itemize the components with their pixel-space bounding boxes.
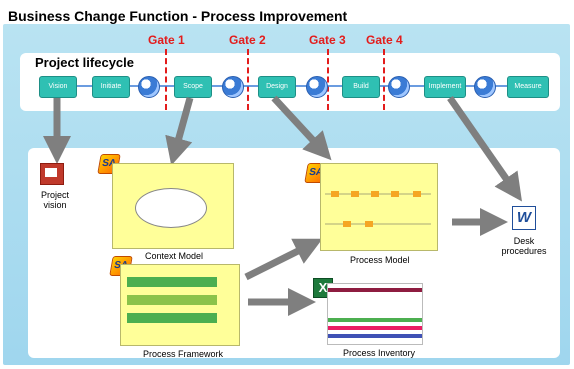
inventory-band: [328, 288, 422, 292]
gate-4-label: Gate 4: [366, 33, 403, 47]
context-center-oval: [135, 188, 207, 228]
cycle-icon: [474, 76, 496, 98]
desk-procedures-label: Desk procedures: [501, 236, 547, 256]
process-model-thumbnail: [320, 163, 438, 251]
process-framework-thumbnail: [120, 264, 240, 346]
framework-row: [127, 295, 217, 305]
context-model-label: Context Model: [145, 251, 204, 261]
stage-measure[interactable]: Measure: [507, 76, 549, 98]
gate-1-line: [165, 49, 167, 110]
gate-3-line: [327, 49, 329, 110]
context-model-thumbnail: [112, 163, 234, 249]
gate-2-line: [247, 49, 249, 110]
process-framework-label: Process Framework: [143, 349, 224, 359]
stage-vision[interactable]: Vision: [39, 76, 77, 98]
gate-3-label: Gate 3: [309, 33, 346, 47]
process-model-sketch: [325, 191, 431, 227]
inventory-band: [328, 334, 422, 338]
presentation-icon: [40, 163, 64, 185]
cycle-icon: [306, 76, 328, 98]
cycle-icon: [388, 76, 410, 98]
process-inventory-label: Process Inventory: [343, 348, 416, 358]
inventory-band: [328, 318, 422, 322]
page-title: Business Change Function - Process Impro…: [8, 8, 348, 24]
framework-row: [127, 277, 217, 287]
project-vision-label: Project vision: [40, 190, 69, 210]
gate-2-label: Gate 2: [229, 33, 266, 47]
framework-row: [127, 313, 217, 323]
arrow-framework-model: [244, 238, 323, 281]
cycle-icon: [222, 76, 244, 98]
process-model-label: Process Model: [350, 255, 410, 265]
process-inventory-thumbnail: [327, 283, 423, 345]
arrow-scope: [165, 97, 194, 166]
stage-build[interactable]: Build: [342, 76, 380, 98]
inventory-band: [328, 326, 422, 330]
word-doc-icon: W: [512, 206, 536, 230]
stage-implement[interactable]: Implement: [424, 76, 466, 98]
lifecycle-label: Project lifecycle: [35, 55, 134, 70]
arrow-design: [271, 95, 332, 161]
cycle-icon: [138, 76, 160, 98]
arrow-implement: [447, 96, 522, 202]
stage-scope[interactable]: Scope: [174, 76, 212, 98]
gate-1-label: Gate 1: [148, 33, 185, 47]
stage-initiate[interactable]: Initiate: [92, 76, 130, 98]
gate-4-line: [383, 49, 385, 110]
